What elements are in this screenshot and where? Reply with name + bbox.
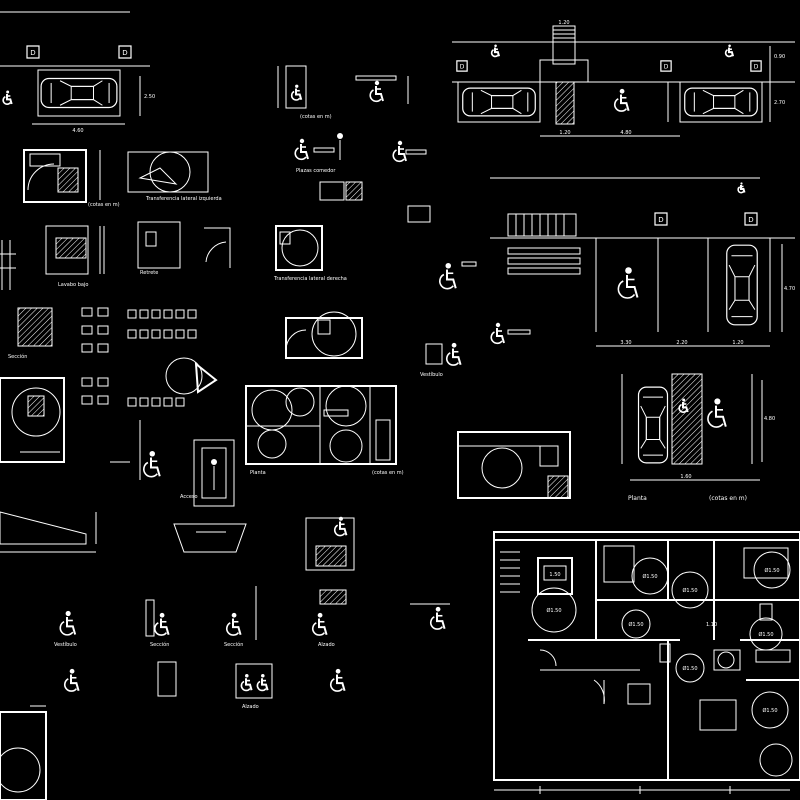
d-marker-icon bbox=[654, 212, 668, 226]
wheelchair-icon bbox=[490, 44, 500, 58]
wheelchair-icon bbox=[225, 612, 242, 637]
detail-caption: Acceso bbox=[180, 494, 198, 500]
wheelchair-icon bbox=[392, 140, 408, 163]
dimension-label: 0.90 bbox=[774, 54, 785, 60]
dimension-label: 1.60 bbox=[680, 474, 691, 480]
wheelchair-icon bbox=[613, 88, 630, 113]
wheelchair-icon bbox=[333, 516, 348, 537]
wheelchair-icon bbox=[58, 610, 77, 637]
dimension-label: 1.50 bbox=[549, 572, 560, 578]
turning-circle-label: Ø1.50 bbox=[764, 567, 779, 574]
car-icon bbox=[637, 386, 669, 464]
detail-caption: Alzado bbox=[242, 704, 259, 710]
detail-caption: Vestíbulo bbox=[54, 641, 77, 648]
wheelchair-icon bbox=[429, 606, 446, 631]
parking-top-left: 4.60 2.50 bbox=[0, 12, 155, 134]
turning-circle-label: Ø1.50 bbox=[682, 587, 697, 594]
seating-grid bbox=[82, 308, 196, 406]
dimension-label: 1.20 bbox=[732, 340, 743, 346]
dimension-label: 1.20 bbox=[558, 20, 569, 26]
wheelchair-icon bbox=[256, 673, 269, 692]
wheelchair-icon bbox=[294, 138, 310, 161]
plan-title: Planta bbox=[628, 495, 647, 502]
note-label: (cotas en m) bbox=[88, 202, 120, 208]
dimension-label: 4.80 bbox=[620, 130, 631, 136]
note-label: (cotas en m) bbox=[372, 470, 404, 476]
detail-caption: Retrete bbox=[140, 270, 158, 276]
left-details: (cotas en m) Transferencia lateral izqui… bbox=[0, 150, 230, 800]
wheelchair-icon bbox=[445, 342, 462, 367]
d-marker-icon bbox=[456, 60, 468, 72]
car-icon bbox=[40, 77, 118, 109]
dimension-label: 3.30 bbox=[620, 340, 631, 346]
turning-circle-label: Ø1.50 bbox=[628, 621, 643, 628]
dimension-label: 2.20 bbox=[676, 340, 687, 346]
detail-caption: Sección bbox=[8, 353, 27, 360]
detail-caption: Transferencia lateral derecha bbox=[273, 276, 347, 282]
dimension-label: 2.70 bbox=[774, 100, 785, 106]
wheelchair-icon bbox=[438, 262, 458, 290]
detail-caption: Lavabo bajo bbox=[58, 282, 88, 288]
car-icon bbox=[462, 87, 536, 117]
parking-low-right: 1.60 4.80 Planta (cotas en m) bbox=[622, 374, 775, 502]
wheelchair-icon bbox=[490, 322, 506, 345]
d-marker-icon bbox=[750, 60, 762, 72]
detail-caption: Plazas comedor bbox=[296, 168, 336, 174]
wheelchair-icon bbox=[724, 44, 734, 58]
turning-circle-label: Ø1.50 bbox=[758, 631, 773, 638]
wheelchair-icon bbox=[153, 612, 170, 637]
car-icon bbox=[725, 244, 759, 326]
detail-caption: Planta bbox=[250, 470, 266, 476]
wheelchair-icon bbox=[329, 668, 346, 693]
dimension-label: 4.80 bbox=[764, 416, 775, 422]
dimension-label: 2.50 bbox=[144, 94, 155, 100]
note-label: (cotas en m) bbox=[300, 114, 332, 120]
apartment-plan: 1.50 Ø1.50 Ø1.50 Ø1.50 Ø1.50 bbox=[494, 532, 800, 794]
wheelchair-icon bbox=[240, 673, 253, 692]
wheelchair-icon bbox=[142, 450, 162, 478]
wheelchair-icon bbox=[706, 396, 728, 429]
wheelchair-icon bbox=[290, 84, 303, 101]
right-figures: Vestíbulo bbox=[420, 262, 570, 498]
turning-circles: Ø1.50 Ø1.50 Ø1.50 Ø1.50 Ø1.50 Ø1.50 Ø1.5… bbox=[532, 552, 792, 776]
wheelchair-icon bbox=[369, 80, 385, 103]
units-note: (cotas en m) bbox=[709, 495, 747, 502]
detail-caption: Alzado bbox=[318, 642, 335, 648]
dimension-label: 1.20 bbox=[559, 130, 570, 136]
parking-mid-right: 3.30 2.20 1.20 4.70 bbox=[490, 178, 795, 346]
d-marker-icon bbox=[26, 45, 40, 59]
center-figures: (cotas en m) Plazas comedor Transferenci… bbox=[54, 66, 450, 710]
dimension-label: 1.10 bbox=[706, 622, 717, 628]
dimension-label: 4.60 bbox=[72, 128, 83, 134]
wheelchair-icon bbox=[616, 266, 639, 300]
detail-caption: Sección bbox=[150, 641, 169, 648]
car-icon bbox=[684, 87, 758, 117]
wheelchair-icon bbox=[63, 668, 80, 693]
turning-circle-label: Ø1.50 bbox=[682, 665, 697, 672]
turning-circle-label: Ø1.50 bbox=[762, 707, 777, 714]
wheelchair-icon bbox=[737, 182, 746, 194]
wheelchair-icon bbox=[311, 612, 328, 637]
turning-circle-label: Ø1.50 bbox=[546, 607, 561, 614]
d-marker-icon bbox=[118, 45, 132, 59]
parking-top-right: 1.20 1.20 4.80 0.90 2.70 bbox=[452, 20, 795, 136]
detail-caption: Transferencia lateral izquierda bbox=[145, 196, 222, 202]
detail-caption: Sección bbox=[224, 641, 243, 648]
d-marker-icon bbox=[744, 212, 758, 226]
stairwell bbox=[500, 552, 520, 592]
d-marker-icon bbox=[660, 60, 672, 72]
turning-circle-label: Ø1.50 bbox=[642, 573, 657, 580]
wheelchair-icon bbox=[2, 90, 13, 105]
dimension-label: 4.70 bbox=[784, 286, 795, 292]
detail-caption: Vestíbulo bbox=[420, 371, 443, 378]
